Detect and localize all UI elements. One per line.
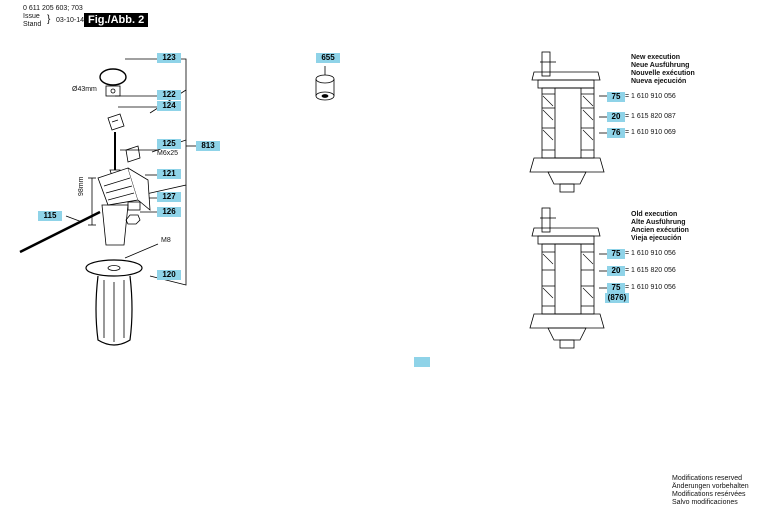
issue-date: 03-10-14: [56, 17, 85, 24]
new-part-number-76: = 1 610 910 069: [625, 129, 676, 136]
new-part-number-75: = 1 610 910 056: [625, 93, 676, 100]
screw-size-label: M6x25: [157, 150, 179, 157]
old-ref-75-top: 75: [607, 249, 625, 259]
footer-en: Modifications reserved: [672, 475, 743, 482]
callout-122: 122: [157, 90, 181, 100]
washer-127: [127, 201, 141, 211]
clamp-ring: [99, 68, 127, 86]
depth-label: 98mm: [78, 176, 85, 196]
old-ref-20: 20: [607, 266, 625, 276]
old-part-number-75-bottom: = 1 610 910 056: [625, 284, 676, 291]
new-execution-fr: Nouvelle exécution: [631, 70, 695, 77]
clip-part: [107, 113, 125, 131]
handle-arm: [101, 204, 129, 246]
callout-126: 126: [157, 207, 181, 217]
old-execution-section: [529, 207, 607, 349]
new-execution-section: [529, 51, 607, 193]
old-part-number-20: = 1 615 820 056: [625, 267, 676, 274]
leader-m8: [124, 243, 159, 259]
new-part-number-20: = 1 615 820 087: [625, 113, 676, 120]
stand-label: Stand: [23, 21, 42, 28]
footer-de: Änderungen vorbehalten: [672, 483, 749, 490]
new-execution-en: New execution: [631, 54, 681, 61]
depth-rod: [19, 210, 101, 254]
old-execution-fr: Ancien exécution: [631, 227, 689, 234]
handle-flange: [85, 259, 143, 277]
thread-label: M8: [161, 237, 171, 244]
clamp-lug: [105, 85, 121, 97]
footer-fr: Modifications resérvées: [672, 491, 746, 498]
nut: [125, 214, 141, 225]
callout-655: 655: [316, 53, 340, 63]
blank-callout: [414, 357, 430, 367]
sleeve-top: [315, 74, 335, 84]
new-execution-de: Neue Ausführung: [631, 62, 690, 69]
callout-115: 115: [38, 211, 62, 221]
old-ref-876: (876): [605, 293, 629, 303]
callout-125: 125: [157, 139, 181, 149]
old-ref-75-bottom: 75: [607, 283, 625, 293]
callout-121: 121: [157, 169, 181, 179]
handle-grip: [95, 275, 133, 346]
new-ref-20: 20: [607, 112, 625, 122]
old-part-number-75-top: = 1 610 910 056: [625, 250, 676, 257]
callout-124: 124: [157, 101, 181, 111]
footer-es: Salvo modificaciones: [672, 499, 738, 506]
figure-title: Fig./Abb. 2: [84, 13, 149, 27]
bolt-part: [125, 145, 141, 163]
brace-glyph: }: [47, 14, 51, 25]
callout-813: 813: [196, 141, 220, 151]
new-ref-76: 76: [607, 128, 625, 138]
old-execution-es: Vieja ejecución: [631, 235, 682, 242]
issue-label: Issue: [23, 13, 40, 20]
callout-120: 120: [157, 270, 181, 280]
part-number: 0 611 205 603; 703: [23, 5, 83, 12]
diameter-label: Ø43mm: [72, 86, 97, 93]
new-ref-75: 75: [607, 92, 625, 102]
new-execution-es: Nueva ejecución: [631, 78, 687, 85]
old-execution-en: Old execution: [631, 211, 678, 218]
old-execution-de: Alte Ausführung: [631, 219, 686, 226]
clamp-hole: [110, 88, 116, 94]
callout-123: 123: [157, 53, 181, 63]
callout-127: 127: [157, 192, 181, 202]
